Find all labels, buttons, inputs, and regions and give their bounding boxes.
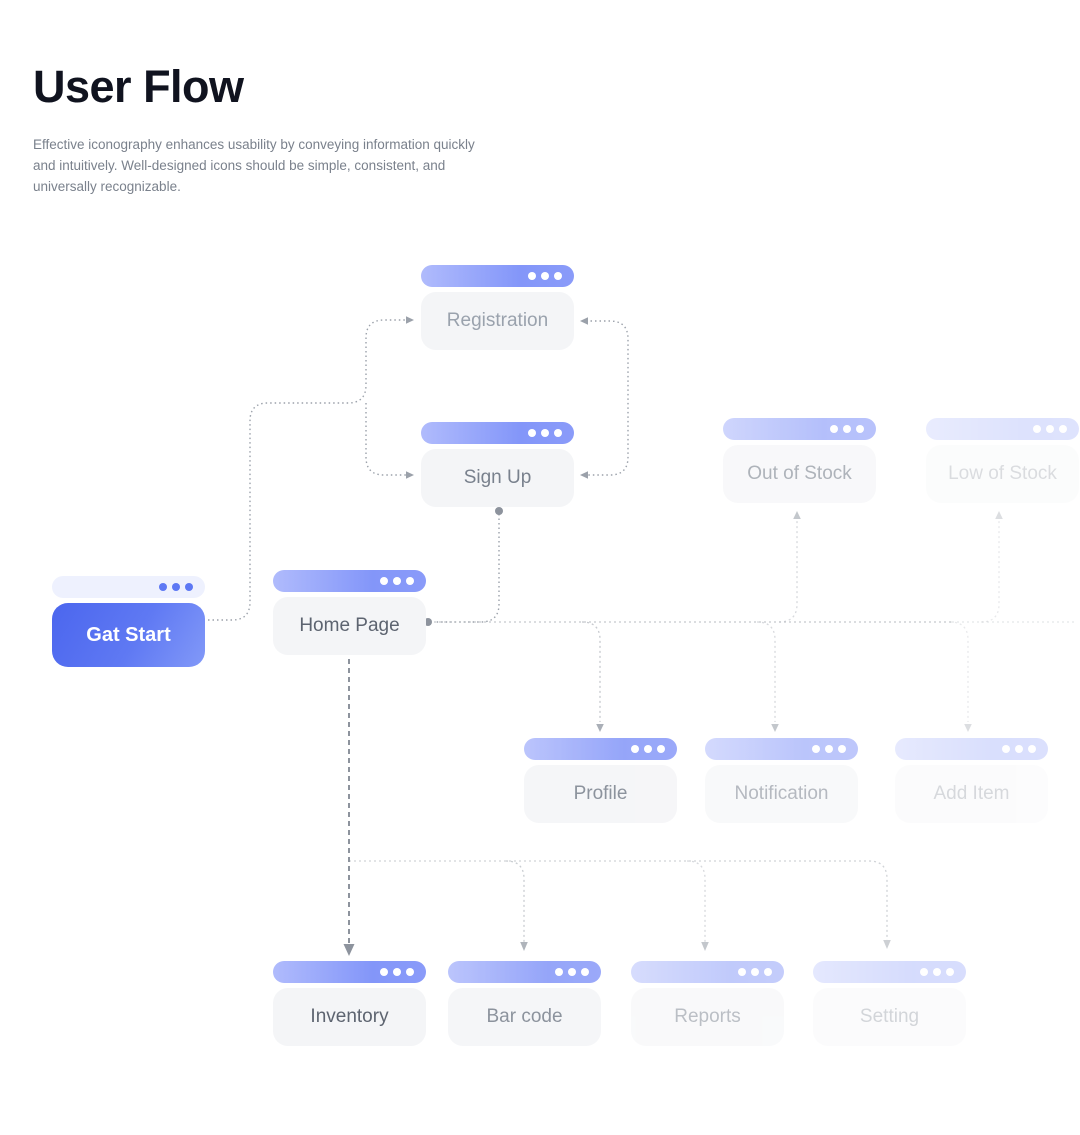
window-dots-icon <box>738 968 772 976</box>
flow-node-notification: Notification <box>705 738 858 823</box>
node-label: Profile <box>524 765 677 823</box>
flow-node-bar-code: Bar code <box>448 961 601 1046</box>
flow-node-low-of-stock: Low of Stock <box>926 418 1079 503</box>
flow-node-inventory: Inventory <box>273 961 426 1046</box>
node-label: Add Item <box>895 765 1048 823</box>
node-label: Out of Stock <box>723 445 876 503</box>
page-description: Effective iconography enhances usability… <box>33 136 475 194</box>
window-header <box>895 738 1048 760</box>
node-label: Bar code <box>448 988 601 1046</box>
flow-node-add-item: Add Item <box>895 738 1048 823</box>
window-dots-icon <box>380 968 414 976</box>
window-header <box>421 265 574 287</box>
edge-to-profile <box>581 621 601 722</box>
node-label: Gat Start <box>52 603 205 667</box>
edge-to-outofstock <box>778 521 798 623</box>
window-header <box>273 570 426 592</box>
flow-node-home-page: Home Page <box>273 570 426 655</box>
edge-signup-registration-loop <box>586 320 629 476</box>
flow-node-setting: Setting <box>813 961 966 1046</box>
flow-node-gat-start: Gat Start <box>52 576 205 667</box>
page-title: User Flow <box>33 61 244 112</box>
edge-to-notification <box>756 621 776 722</box>
window-header <box>813 961 966 983</box>
window-header <box>631 961 784 983</box>
window-dots-icon <box>555 968 589 976</box>
node-label: Registration <box>421 292 574 350</box>
edge-to-lowofstock <box>980 521 1000 623</box>
flow-node-out-of-stock: Out of Stock <box>723 418 876 503</box>
intro-section: User Flow Effective iconography enhances… <box>33 62 493 197</box>
window-dots-icon <box>380 577 414 585</box>
node-label: Inventory <box>273 988 426 1046</box>
node-label: Home Page <box>273 597 426 655</box>
window-dots-icon <box>631 745 665 753</box>
window-header <box>705 738 858 760</box>
edge-to-reports <box>686 860 706 942</box>
edge-to-barcode <box>505 860 525 942</box>
window-header <box>524 738 677 760</box>
window-dots-icon <box>830 425 864 433</box>
edge-gatstart-signup <box>365 403 406 476</box>
connector-dot-signup <box>495 507 503 515</box>
window-header <box>448 961 601 983</box>
window-dots-icon <box>159 583 193 591</box>
window-header <box>926 418 1079 440</box>
flow-node-profile: Profile <box>524 738 677 823</box>
window-dots-icon <box>920 968 954 976</box>
window-header <box>52 576 205 598</box>
node-label: Low of Stock <box>926 445 1079 503</box>
window-dots-icon <box>812 745 846 753</box>
node-label: Notification <box>705 765 858 823</box>
window-header <box>273 961 426 983</box>
node-label: Setting <box>813 988 966 1046</box>
node-label: Reports <box>631 988 784 1046</box>
arrowhead-inventory <box>343 944 355 956</box>
window-header <box>723 418 876 440</box>
edge-signup-homepage <box>434 514 500 623</box>
flow-node-reports: Reports <box>631 961 784 1046</box>
arrowheads <box>406 316 1003 951</box>
window-dots-icon <box>1033 425 1067 433</box>
window-dots-icon <box>1002 745 1036 753</box>
edge-to-additem <box>949 621 969 722</box>
node-label: Sign Up <box>421 449 574 507</box>
flow-node-sign-up: Sign Up <box>421 422 574 507</box>
window-header <box>421 422 574 444</box>
edge-lower-horizontal <box>349 860 888 940</box>
window-dots-icon <box>528 272 562 280</box>
flow-node-registration: Registration <box>421 265 574 350</box>
window-dots-icon <box>528 429 562 437</box>
